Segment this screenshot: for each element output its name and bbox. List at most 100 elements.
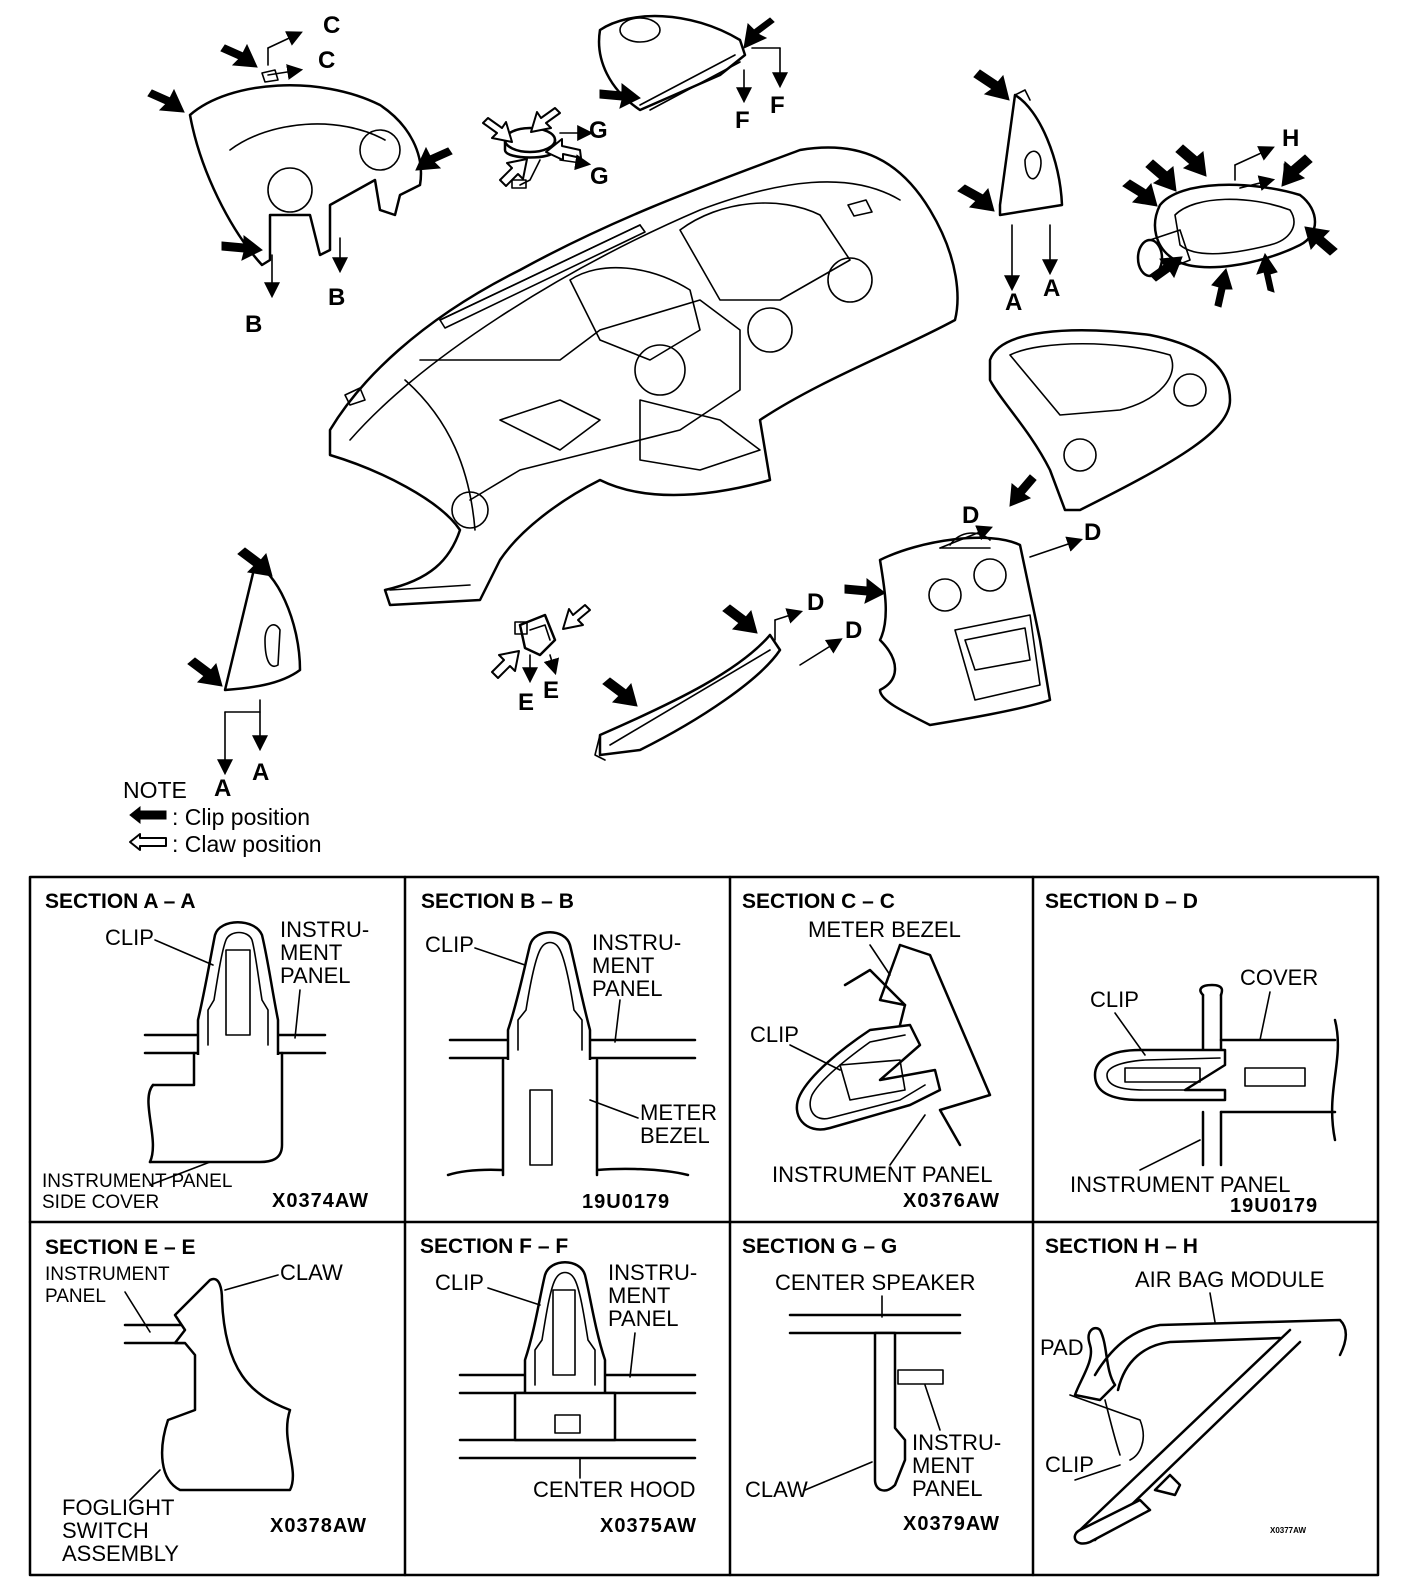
clip-arrow [237,547,273,577]
figure-code: 19U0179 [582,1191,670,1213]
bezel-label: METER [640,1100,717,1125]
mark-d: D [807,589,824,616]
claw-arrow [482,117,513,143]
main-instrument-panel [328,146,959,607]
mark-b: B [245,311,262,338]
panel-label: MENT [592,953,654,978]
clip-label: CLIP [1090,987,1139,1012]
clip-arrow [1009,474,1037,507]
hood-label: CENTER HOOD [533,1477,696,1502]
clip-arrow [1256,252,1278,293]
mark-f: F [735,107,750,134]
bezel-label: METER BEZEL [808,917,961,942]
figure-code: X0376AW [903,1190,1000,1212]
section-a-a: SECTION A – A CLIP INSTRU- MENT PANEL IN… [42,890,369,1213]
section-title: SECTION D – D [1045,890,1198,913]
figure-code: X0377AW [1270,1526,1306,1535]
clip-label: CLIP [435,1270,484,1295]
section-h-h: SECTION H – H AIR BAG MODULE PAD CLIP X0… [1040,1235,1347,1545]
section-mark-labels: C C B B F F G G A A H H D D D D E E A A [214,12,1299,802]
figure-code: X0375AW [600,1515,697,1537]
claw-arrow [562,604,591,630]
switch-label: ASSEMBLY [62,1541,179,1566]
pad-label: PAD [1040,1335,1084,1360]
figure-code: X0378AW [270,1515,367,1537]
panel-label: INSTRUMENT PANEL [1070,1172,1290,1197]
clip-arrow [602,677,638,707]
mark-d: D [962,502,979,529]
clip-arrow [1149,256,1183,282]
right-side-cover-part [998,89,1064,217]
mark-d: D [1084,519,1101,546]
section-title: SECTION B – B [421,890,574,913]
panel-label: INSTRU- [592,930,681,955]
clip-arrow [1281,154,1313,187]
mark-a: A [1043,275,1060,302]
section-b-b: SECTION B – B CLIP INSTRU- MENT PANEL ME… [421,890,717,1213]
panel-label: PANEL [608,1306,679,1331]
clip-arrow [147,88,185,113]
mark-f: F [770,92,785,119]
clip-arrow [220,43,258,68]
meter-bezel-part [188,69,423,267]
clip-arrow [599,82,641,109]
section-e-e: SECTION E – E INSTRUMENT PANEL CLAW FOGL… [45,1236,367,1566]
mark-c: C [323,12,340,39]
claw-label: CLAW [745,1477,808,1502]
airbag-label: AIR BAG MODULE [1135,1267,1324,1292]
center-panel-part [878,532,1052,727]
airbag-cover-part [1136,183,1317,278]
section-title: SECTION A – A [45,890,196,913]
panel-label: PANEL [45,1286,106,1307]
panel-label: PANEL [280,963,351,988]
side-cover-label: SIDE COVER [42,1192,159,1213]
clip-arrow [221,234,263,261]
mark-d: D [845,617,862,644]
glove-box-panel-part [988,329,1232,512]
panel-label: MENT [912,1453,974,1478]
center-hood-part [597,14,747,112]
section-title: SECTION H – H [1045,1235,1198,1258]
claw-arrow [499,158,528,187]
mark-g: G [590,163,609,190]
figure-code: X0374AW [272,1190,369,1212]
clip-label: CLIP [425,932,474,957]
mark-e: E [543,677,559,704]
panel-label: INSTRU- [912,1430,1001,1455]
claw-arrow [491,650,520,679]
mark-e: E [518,689,534,716]
mark-a: A [252,759,269,786]
clip-arrow [844,577,886,604]
note-legend: NOTE : Clip position : Claw position [123,777,322,857]
foglight-switch-part [514,613,557,657]
claw-position-arrows [482,107,591,679]
panel-label: INSTRUMENT PANEL [772,1162,992,1187]
clip-arrow [415,146,453,171]
panel-label: PANEL [912,1476,983,1501]
switch-label: FOGLIGHT [62,1495,174,1520]
clip-arrow [1122,179,1158,207]
cover-label: COVER [1240,965,1318,990]
section-d-d: SECTION D – D COVER CLIP INSTRUMENT PANE… [1045,890,1340,1217]
section-title: SECTION C – C [742,890,895,913]
center-speaker-part [503,126,557,189]
panel-label: MENT [608,1283,670,1308]
clip-label: CLIP [105,925,154,950]
mark-g: G [589,117,608,144]
mark-h: H [1282,159,1299,186]
section-title: SECTION G – G [742,1235,897,1258]
panel-label: INSTRUMENT [45,1264,170,1285]
figure-code: X0379AW [903,1513,1000,1535]
clip-label: CLIP [750,1022,799,1047]
section-title: SECTION F – F [420,1235,568,1258]
bezel-label: BEZEL [640,1123,710,1148]
section-f-f: SECTION F – F CLIP INSTRU- MENT PANEL CE… [420,1235,697,1537]
clip-arrow [1304,226,1338,256]
mark-b: B [328,284,345,311]
mark-h: H [1282,125,1299,152]
exploded-view: C C B B F F G G A A H H D D D D E E A A … [123,12,1338,857]
section-title: SECTION E – E [45,1236,196,1259]
claw-legend-icon [129,833,167,851]
clip-arrow [1145,159,1177,192]
section-grid [28,875,1380,1577]
